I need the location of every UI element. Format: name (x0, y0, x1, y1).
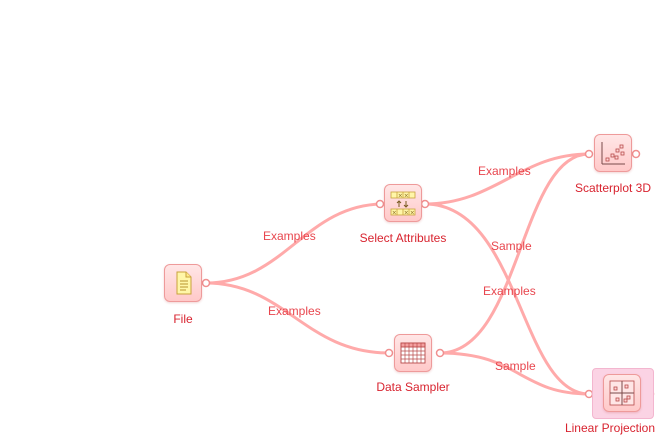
data-sampler-icon[interactable] (394, 334, 432, 372)
node-select-attributes-title: Select Attributes (359, 231, 447, 245)
link-sampler-to-scatter[interactable] (438, 152, 591, 355)
link-file-to-sampler[interactable] (204, 281, 391, 355)
label-select-to-scatter: Examples (478, 164, 531, 178)
node-file-title: File (173, 312, 193, 326)
svg-text:×: × (404, 193, 409, 200)
label-sampler-to-projection: Sample (495, 359, 536, 373)
label-select-to-projection: Sample (491, 239, 532, 253)
label-file-to-select: Examples (263, 229, 316, 243)
sampler-output-anchor[interactable] (435, 348, 445, 358)
svg-text:×: × (392, 210, 397, 217)
link-sampler-to-projection[interactable] (438, 351, 591, 396)
svg-text:×: × (404, 210, 409, 217)
link-select-to-scatter[interactable] (423, 152, 591, 206)
node-data-sampler-title: Data Sampler (376, 380, 450, 394)
sampler-input-anchor[interactable] (384, 348, 394, 358)
scatter-input-anchor[interactable] (584, 149, 594, 159)
scatter-output-anchor[interactable] (631, 149, 641, 159)
file-icon[interactable] (164, 264, 202, 302)
select-output-anchor[interactable] (420, 199, 430, 209)
svg-text:×: × (398, 193, 403, 200)
node-linear-projection-title: Linear Projection (564, 421, 656, 435)
label-sampler-to-scatter: Examples (483, 284, 536, 298)
file-output-anchor[interactable] (201, 278, 211, 288)
label-file-to-sampler: Examples (268, 304, 321, 318)
linear-projection-icon[interactable] (603, 374, 641, 412)
link-file-to-select[interactable] (204, 202, 386, 285)
select-input-anchor[interactable] (375, 199, 385, 209)
scatterplot-3d-icon[interactable] (594, 134, 632, 172)
node-scatterplot-3d-title: Scatterplot 3D (574, 181, 652, 195)
select-attributes-icon[interactable]: × × × × × (384, 184, 422, 222)
svg-text:×: × (410, 210, 415, 217)
link-select-to-projection[interactable] (423, 202, 591, 396)
